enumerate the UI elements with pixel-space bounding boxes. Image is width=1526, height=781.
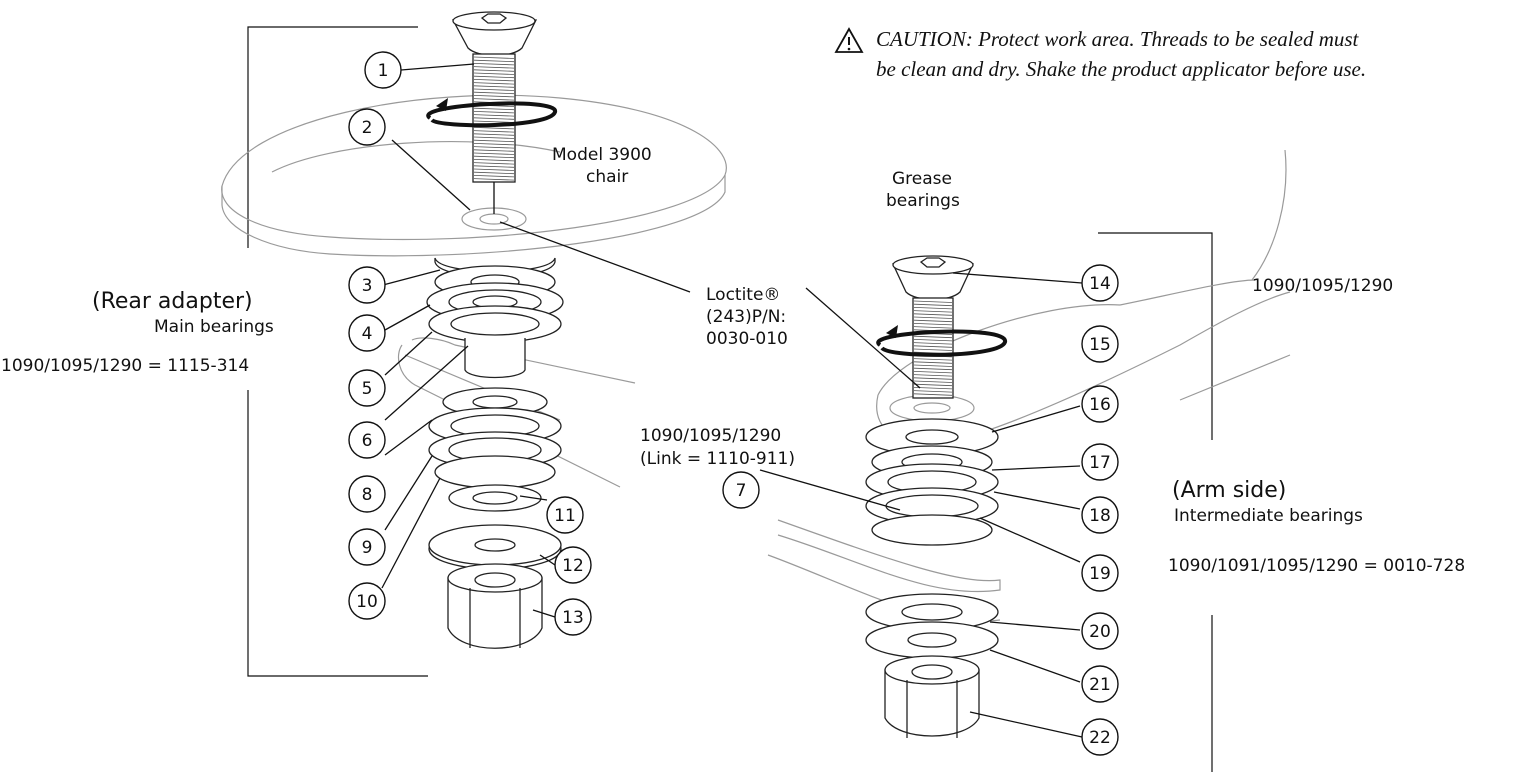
svg-text:8: 8 [362, 485, 373, 505]
label-arm-title: (Arm side) [1172, 478, 1286, 503]
leader-lines [381, 63, 1083, 738]
callout-3: 3 [348, 266, 386, 304]
bolt-14 [876, 255, 1007, 399]
caution-note: CAUTION: Protect work area. Threads to b… [834, 27, 1366, 81]
caution-line-1: CAUTION: Protect work area. Threads to b… [876, 27, 1360, 51]
svg-text:7: 7 [736, 481, 747, 501]
svg-text:14: 14 [1089, 274, 1111, 294]
label-grease-2: bearings [886, 191, 960, 211]
label-arm-sub: Intermediate bearings [1174, 506, 1363, 526]
label-loctite-2: (243)P/N: [706, 307, 786, 327]
svg-text:12: 12 [562, 556, 584, 576]
callout-4: 4 [348, 314, 386, 352]
svg-text:4: 4 [362, 324, 373, 344]
callout-9: 9 [348, 528, 386, 566]
callout-12: 12 [554, 546, 592, 584]
label-grease-1: Grease [892, 169, 952, 189]
callout-20: 20 [1081, 612, 1119, 650]
svg-text:5: 5 [362, 379, 373, 399]
chair-seat [221, 94, 727, 257]
svg-text:11: 11 [554, 506, 576, 526]
rear-washer-stack [426, 257, 564, 649]
label-rear-title: (Rear adapter) [92, 289, 253, 314]
callout-19: 19 [1081, 554, 1119, 592]
callout-17: 17 [1081, 443, 1119, 481]
svg-text:16: 16 [1089, 395, 1111, 415]
label-chair: chair [586, 167, 628, 187]
svg-text:2: 2 [362, 118, 373, 138]
bolt-1 [426, 11, 558, 214]
callout-7: 7 [722, 471, 760, 509]
svg-text:22: 22 [1089, 728, 1111, 748]
svg-text:21: 21 [1089, 675, 1111, 695]
svg-text:20: 20 [1089, 622, 1111, 642]
callout-10: 10 [348, 582, 386, 620]
callout-11: 11 [546, 496, 584, 534]
label-loctite-1: Loctite® [706, 285, 780, 305]
label-arm-part: 1090/1091/1095/1290 = 0010-728 [1168, 556, 1465, 576]
label-link-1: 1090/1095/1290 [640, 426, 781, 446]
svg-text:6: 6 [362, 431, 373, 451]
svg-text:9: 9 [362, 538, 373, 558]
svg-text:19: 19 [1089, 564, 1111, 584]
callout-15: 15 [1081, 325, 1119, 363]
svg-text:15: 15 [1089, 335, 1111, 355]
callout-8: 8 [348, 475, 386, 513]
callout-1: 1 [364, 51, 402, 89]
callout-5: 5 [348, 369, 386, 407]
arm-washer-stack [865, 418, 999, 738]
warning-triangle-icon [834, 27, 864, 53]
callout-18: 18 [1081, 496, 1119, 534]
svg-text:10: 10 [356, 592, 378, 612]
caution-line-2: be clean and dry. Shake the product appl… [876, 57, 1366, 81]
label-chair-model: Model 3900 [552, 145, 652, 165]
label-rear-part: 1090/1095/1290 = 1115-314 [1, 356, 249, 376]
left-bracket [247, 26, 428, 677]
callout-13: 13 [554, 598, 592, 636]
callout-2: 2 [348, 108, 386, 146]
right-bracket [1098, 232, 1213, 772]
svg-text:13: 13 [562, 608, 584, 628]
label-arm-models: 1090/1095/1290 [1252, 276, 1393, 296]
callout-21: 21 [1081, 665, 1119, 703]
label-rear-sub: Main bearings [154, 317, 274, 337]
callout-14: 14 [1081, 264, 1119, 302]
callouts: 1 2 3 4 5 6 7 8 9 10 11 12 13 14 15 16 1… [348, 51, 1119, 756]
svg-text:3: 3 [362, 276, 373, 296]
svg-text:1: 1 [378, 61, 389, 81]
label-link-2: (Link = 1110-911) [640, 449, 795, 469]
callout-22: 22 [1081, 718, 1119, 756]
svg-text:17: 17 [1089, 453, 1111, 473]
label-loctite-3: 0030-010 [706, 329, 788, 349]
svg-text:18: 18 [1089, 506, 1111, 526]
callout-16: 16 [1081, 385, 1119, 423]
callout-6: 6 [348, 421, 386, 459]
